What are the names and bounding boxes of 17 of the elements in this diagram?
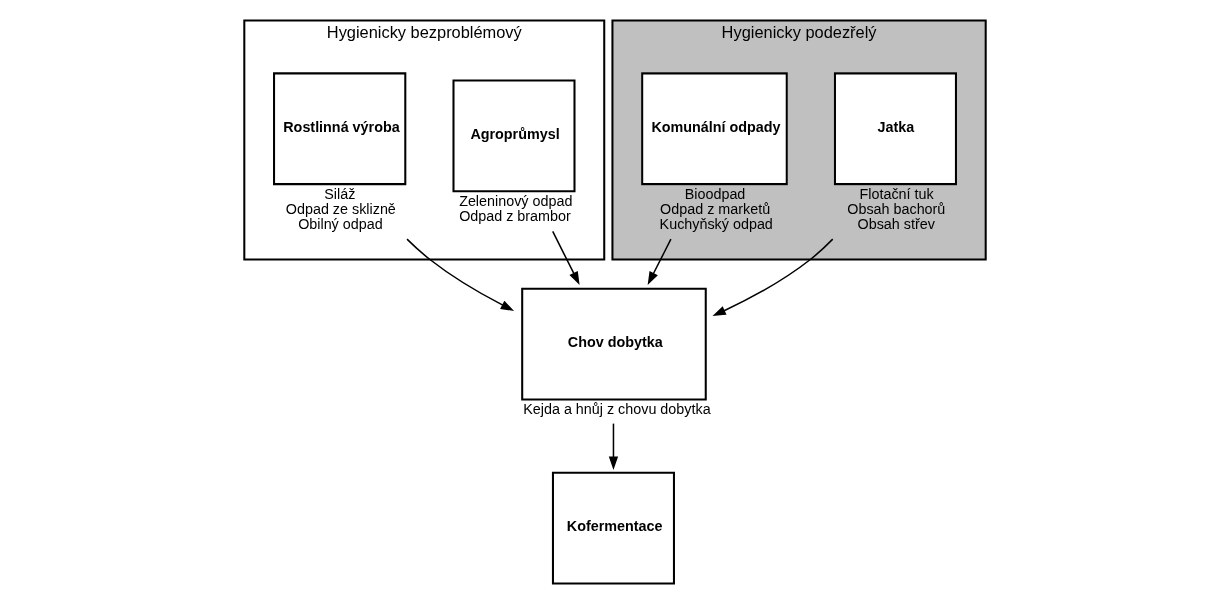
arrow [608, 422, 618, 470]
arrow [712, 238, 833, 317]
node-label: Zeleninový odpad [458, 192, 572, 209]
arrow [647, 238, 672, 285]
node-label: Flotační tuk [859, 185, 934, 202]
node-label: Odpad z brambor [458, 208, 571, 225]
arrow [551, 230, 580, 285]
node-label: Bioodpad [684, 185, 745, 202]
node-label: Obsah střev [857, 216, 935, 233]
node-label: Odpad ze sklizně [285, 201, 396, 218]
node-label: Obsah bachorů [846, 201, 945, 218]
arrow [405, 238, 514, 311]
node-label: Obilný odpad [297, 216, 383, 233]
node-label: Odpad z marketů [659, 201, 770, 218]
node-label: Kuchyňský odpad [659, 216, 773, 233]
node-label: Siláž [323, 185, 355, 202]
node-label: Kejda a hnůj z chovu dobytka [522, 401, 711, 418]
